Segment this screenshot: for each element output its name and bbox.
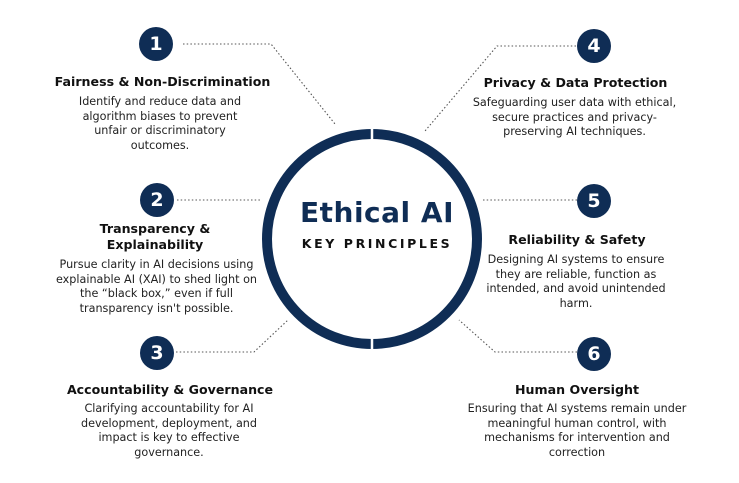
principle-6-description: Ensuring that AI systems remain under me… <box>467 402 687 459</box>
connector-4 <box>424 45 576 132</box>
number-badge-3: 3 <box>140 336 174 370</box>
center-label: Ethical AI KEY PRINCIPLES <box>272 196 482 251</box>
main-subtitle: KEY PRINCIPLES <box>301 236 453 251</box>
connector-1 <box>183 43 336 125</box>
main-title: Ethical AI <box>300 196 454 229</box>
principle-2-title: Transparency & Explainability <box>99 221 211 252</box>
principle-4-description: Safeguarding user data with ethical, sec… <box>472 96 677 139</box>
number-badge-5: 5 <box>577 184 611 218</box>
principle-1-description: Identify and reduce data and algorithm b… <box>78 95 242 152</box>
connector-3 <box>176 319 289 353</box>
principle-5-title: Reliability & Safety <box>508 232 646 247</box>
principle-3-title: Accountability & Governance <box>66 382 274 397</box>
principle-1-title: Fairness & Non-Discrimination <box>54 74 271 89</box>
principle-4-title: Privacy & Data Protection <box>483 75 668 90</box>
number-badge-6: 6 <box>577 337 611 371</box>
number-badge-4: 4 <box>577 29 611 63</box>
principle-6-title: Human Oversight <box>515 382 639 397</box>
connector-6 <box>458 319 577 353</box>
number-badge-1: 1 <box>139 27 173 61</box>
principle-2-description: Pursue clarity in AI decisions using exp… <box>55 258 258 315</box>
principle-3-description: Clarifying accountability for AI develop… <box>81 402 257 459</box>
number-badge-2: 2 <box>140 183 174 217</box>
principle-5-description: Designing AI systems to ensure they are … <box>486 253 666 310</box>
